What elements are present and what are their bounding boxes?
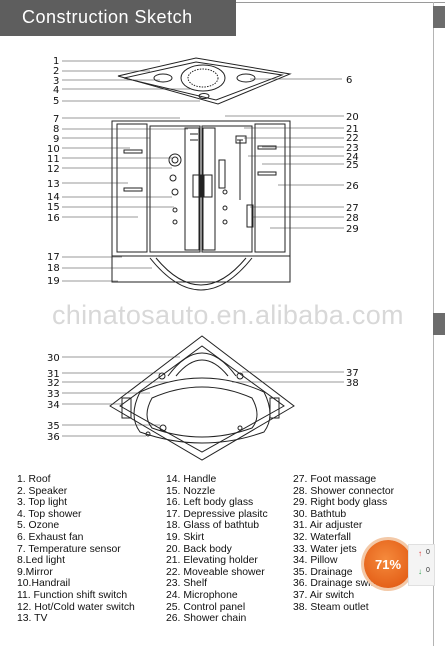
legend-item: 20. Back body — [166, 543, 232, 555]
callout-18: 18 — [47, 263, 60, 274]
callout-27: 27 — [346, 203, 359, 214]
callout-7: 7 — [53, 114, 59, 125]
callout-10: 10 — [47, 144, 60, 155]
callout-17: 17 — [47, 252, 60, 263]
progress-badge[interactable]: 71% — [364, 540, 412, 588]
legend-item: 16. Left body glass — [166, 497, 254, 509]
callout-4: 4 — [53, 85, 59, 96]
legend-column-3: 27. Foot massage 28. Shower connector 29… — [293, 474, 394, 613]
legend-column-2: 14. Handle 15. Nozzle 16. Left body glas… — [166, 474, 268, 625]
legend-item: 32. Waterfall — [293, 531, 351, 543]
legend-item: 5. Ozone — [17, 520, 60, 532]
roof-drawing — [117, 57, 292, 105]
progress-percent: 71% — [374, 556, 402, 572]
legend-item: 15. Nozzle — [166, 485, 216, 497]
legend-item: 4. Top shower — [17, 508, 82, 520]
legend-item: 27. Foot massage — [293, 474, 377, 485]
legend-item: 30. Bathtub — [293, 508, 347, 520]
legend-item: 34. Pillow — [293, 555, 338, 567]
legend-item: 22. Moveable shower — [166, 566, 265, 578]
callout-20: 20 — [346, 112, 359, 123]
callout-13: 13 — [47, 179, 60, 190]
callout-31: 31 — [47, 369, 60, 380]
header-rule — [236, 2, 445, 3]
arrow-down-icon: ↓ — [418, 567, 422, 576]
callout-11: 11 — [47, 154, 60, 165]
callout-16: 16 — [47, 213, 60, 224]
callout-36: 36 — [47, 432, 60, 443]
legend-item: 31. Air adjuster — [293, 520, 363, 532]
legend-item: 23. Shelf — [166, 578, 208, 590]
legend-item: 10.Handrail — [17, 578, 71, 590]
callout-6: 6 — [346, 75, 352, 86]
callout-25: 25 — [346, 160, 359, 171]
legend-item: 8.Led light — [17, 555, 65, 567]
callout-21: 21 — [346, 124, 359, 135]
speed-stats-panel[interactable]: ↑ 0 ↓ 0 — [408, 544, 435, 586]
callout-23: 23 — [346, 143, 359, 154]
callout-3: 3 — [53, 76, 59, 87]
callout-22: 22 — [346, 133, 359, 144]
legend-column-1: 1. Roof 2. Speaker 3. Top light 4. Top s… — [17, 474, 135, 625]
callout-19: 19 — [47, 276, 60, 287]
callout-29: 29 — [346, 224, 359, 235]
legend-item: 9.Mirror — [17, 566, 53, 578]
legend-item: 2. Speaker — [17, 485, 68, 497]
callout-5: 5 — [53, 96, 59, 107]
side-tab-middle[interactable] — [433, 313, 445, 335]
callout-1: 1 — [53, 56, 59, 67]
legend-item: 12. Hot/Cold water switch — [17, 601, 135, 613]
legend-item: 28. Shower connector — [293, 485, 395, 497]
callout-28: 28 — [346, 213, 359, 224]
legend-item: 11. Function shift switch — [17, 589, 128, 601]
legend-item: 14. Handle — [166, 474, 217, 485]
callout-32: 32 — [47, 378, 60, 389]
legend-item: 7. Temperature sensor — [17, 543, 121, 555]
side-tab-top[interactable] — [433, 6, 445, 28]
callout-26: 26 — [346, 181, 359, 192]
tub-top-view-drawing — [109, 335, 295, 461]
cabin-drawing — [111, 120, 291, 291]
legend-item: 17. Depressive plasitc — [166, 508, 268, 520]
callout-37: 37 — [346, 368, 359, 379]
callout-14: 14 — [47, 192, 60, 203]
section-title: Construction Sketch — [22, 7, 193, 27]
section-header: Construction Sketch — [0, 0, 236, 36]
callout-8: 8 — [53, 124, 59, 135]
legend-item: 6. Exhaust fan — [17, 531, 84, 543]
arrow-up-icon: ↑ — [418, 549, 422, 558]
callout-2: 2 — [53, 66, 59, 77]
legend-item: 13. TV — [17, 613, 48, 625]
legend-item: 29. Right body glass — [293, 497, 388, 509]
callout-35: 35 — [47, 421, 60, 432]
callout-9: 9 — [53, 134, 59, 145]
stat-up-value: 0 — [426, 549, 430, 556]
legend-item: 1. Roof — [17, 474, 51, 485]
legend-item: 24. Microphone — [166, 589, 238, 601]
legend-item: 38. Steam outlet — [293, 601, 369, 613]
legend-item: 25. Control panel — [166, 601, 246, 613]
callout-15: 15 — [47, 202, 60, 213]
legend-item: 35. Drainage — [293, 566, 353, 578]
callout-30: 30 — [47, 353, 60, 364]
stat-down-value: 0 — [426, 567, 430, 574]
legend-item: 36. Drainage switch — [293, 578, 385, 590]
legend-item: 33. Water jets — [293, 543, 357, 555]
legend-item: 19. Skirt — [166, 531, 205, 543]
callout-38: 38 — [346, 378, 359, 389]
legend-item: 18. Glass of bathtub — [166, 520, 259, 532]
callout-33: 33 — [47, 389, 60, 400]
legend-item: 37. Air switch — [293, 589, 355, 601]
watermark: chinatosauto.en.alibaba.com — [52, 300, 404, 330]
legend-item: 21. Elevating holder — [166, 555, 258, 567]
legend-item: 3. Top light — [17, 497, 68, 509]
callout-34: 34 — [47, 400, 60, 411]
callout-12: 12 — [47, 164, 60, 175]
legend-item: 26. Shower chain — [166, 613, 247, 625]
callout-24: 24 — [346, 152, 359, 163]
